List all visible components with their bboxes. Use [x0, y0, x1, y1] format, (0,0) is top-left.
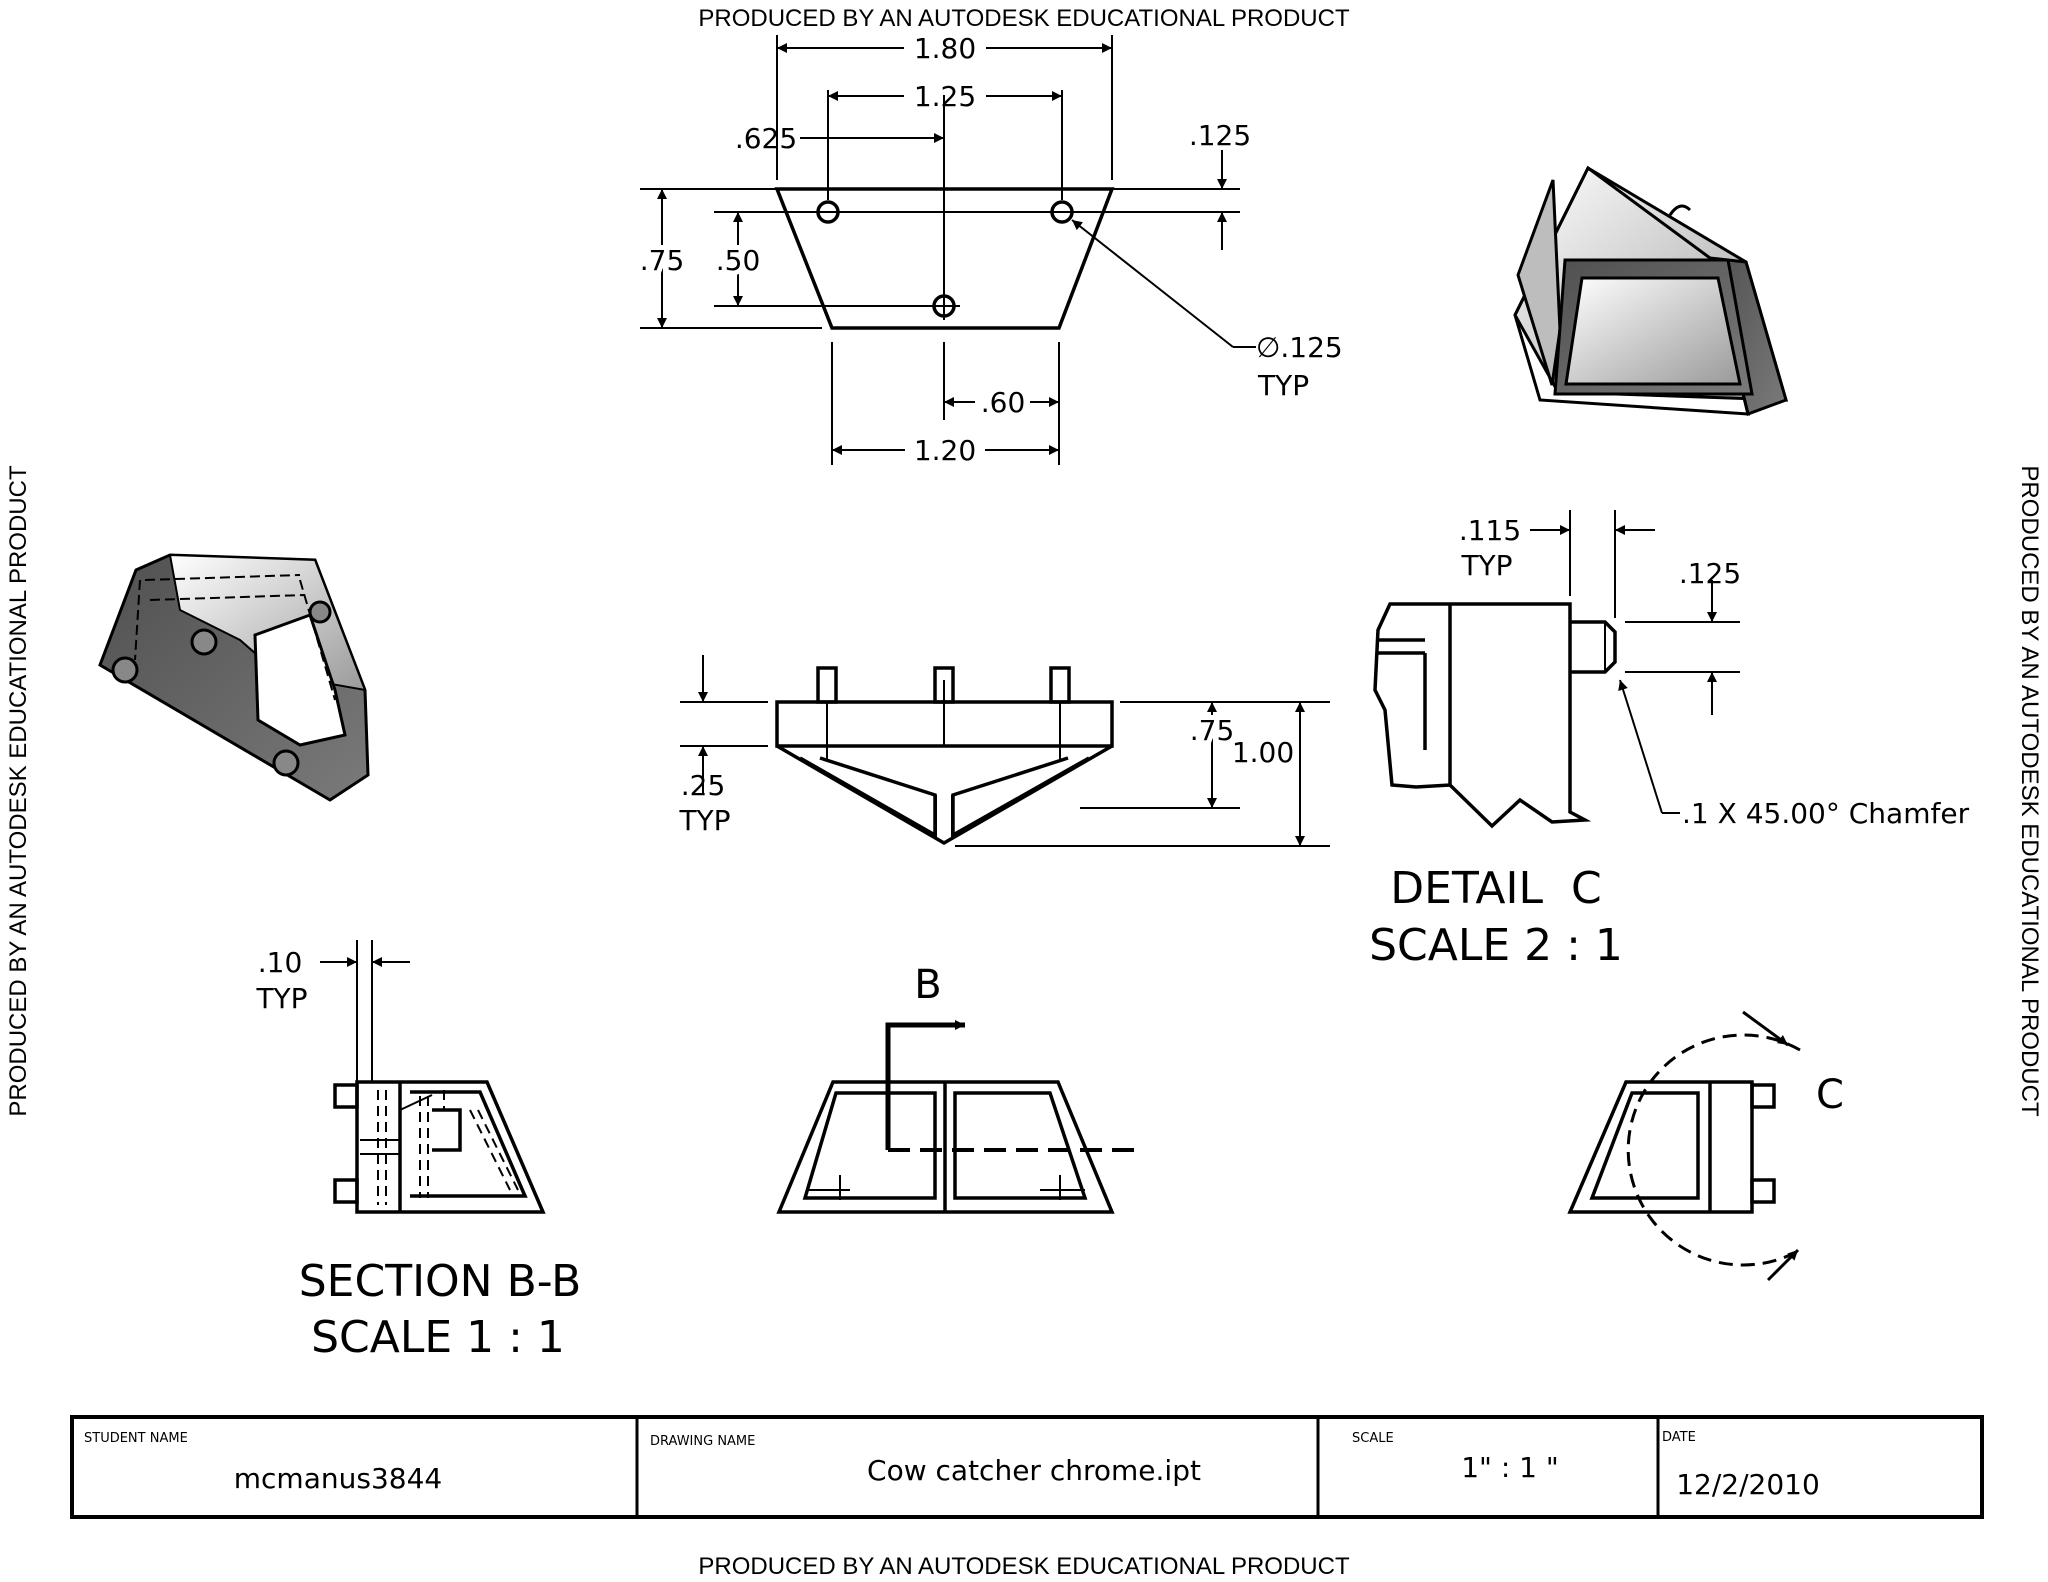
scale-value: 1" : 1 "	[1461, 1451, 1559, 1484]
section-bb-scale: SCALE 1 : 1	[311, 1312, 565, 1363]
watermark-top: PRODUCED BY AN AUTODESK EDUCATIONAL PROD…	[698, 5, 1350, 32]
dim-pin-length-note: TYP	[1460, 549, 1512, 582]
date-label: DATE	[1662, 1430, 1696, 1445]
dim-overall-width: 1.80	[914, 32, 976, 65]
bottom-view: B	[776, 962, 1140, 1214]
dim-pin-length: .115	[1459, 514, 1521, 547]
dim-hole-diameter: ∅.125	[1256, 331, 1343, 364]
dim-total-height: 1.00	[1232, 736, 1294, 769]
dim-height: .75	[640, 244, 685, 277]
dim-bottom-half: .60	[981, 386, 1026, 419]
iso-view-left	[98, 553, 370, 802]
drawing-name-value: Cow catcher chrome.ipt	[867, 1454, 1201, 1487]
section-marker-b: B	[914, 962, 941, 1008]
dim-hole-vertical: .50	[716, 244, 761, 277]
side-view: C	[1567, 1010, 1844, 1282]
dim-flange: .25	[681, 769, 726, 802]
dim-wall: .10	[258, 946, 303, 979]
dim-hole-diameter-note: TYP	[1257, 369, 1309, 402]
student-name-value: mcmanus3844	[234, 1462, 442, 1495]
detail-c-title: DETAIL C	[1390, 863, 1601, 914]
dim-hole-spacing: 1.25	[914, 80, 976, 113]
dim-wall-note: TYP	[255, 982, 307, 1015]
detail-marker-c: C	[1816, 1072, 1844, 1118]
watermark-left: PRODUCED BY AN AUTODESK EDUCATIONAL PROD…	[5, 465, 32, 1117]
section-bb-view: .10 TYP SECTION B-B SCALE 1 : 1	[255, 940, 581, 1363]
dim-bottom-width: 1.20	[914, 434, 976, 467]
title-block: STUDENT NAME mcmanus3844 DRAWING NAME Co…	[70, 1415, 1984, 1519]
student-name-label: STUDENT NAME	[84, 1431, 188, 1446]
chamfer-note: .1 X 45.00° Chamfer	[1682, 797, 1970, 830]
top-view: .25 TYP .75 1.00	[678, 655, 1330, 847]
section-bb-title: SECTION B-B	[299, 1256, 582, 1307]
drawing-name-label: DRAWING NAME	[650, 1434, 755, 1449]
iso-view-right	[1513, 165, 1789, 416]
front-view: 1.80 1.25 .625 .125 .75 .50 ∅.125 TYP .6…	[635, 32, 1343, 467]
scale-label: SCALE	[1352, 1431, 1394, 1446]
dim-flange-note: TYP	[678, 804, 730, 837]
watermark-right: PRODUCED BY AN AUTODESK EDUCATIONAL PROD…	[2016, 465, 2043, 1117]
dim-hole-offset: .625	[735, 122, 797, 155]
dim-pin-diameter: .125	[1679, 557, 1741, 590]
watermark-bottom: PRODUCED BY AN AUTODESK EDUCATIONAL PROD…	[698, 1553, 1350, 1580]
dim-hole-from-top: .125	[1189, 119, 1251, 152]
dim-inner-height: .75	[1190, 714, 1235, 747]
detail-c-view: .115 TYP .125 .1 X 45.00° Chamfer DETAIL…	[1369, 510, 1970, 971]
date-value: 12/2/2010	[1676, 1468, 1820, 1501]
detail-c-scale: SCALE 2 : 1	[1369, 920, 1623, 971]
